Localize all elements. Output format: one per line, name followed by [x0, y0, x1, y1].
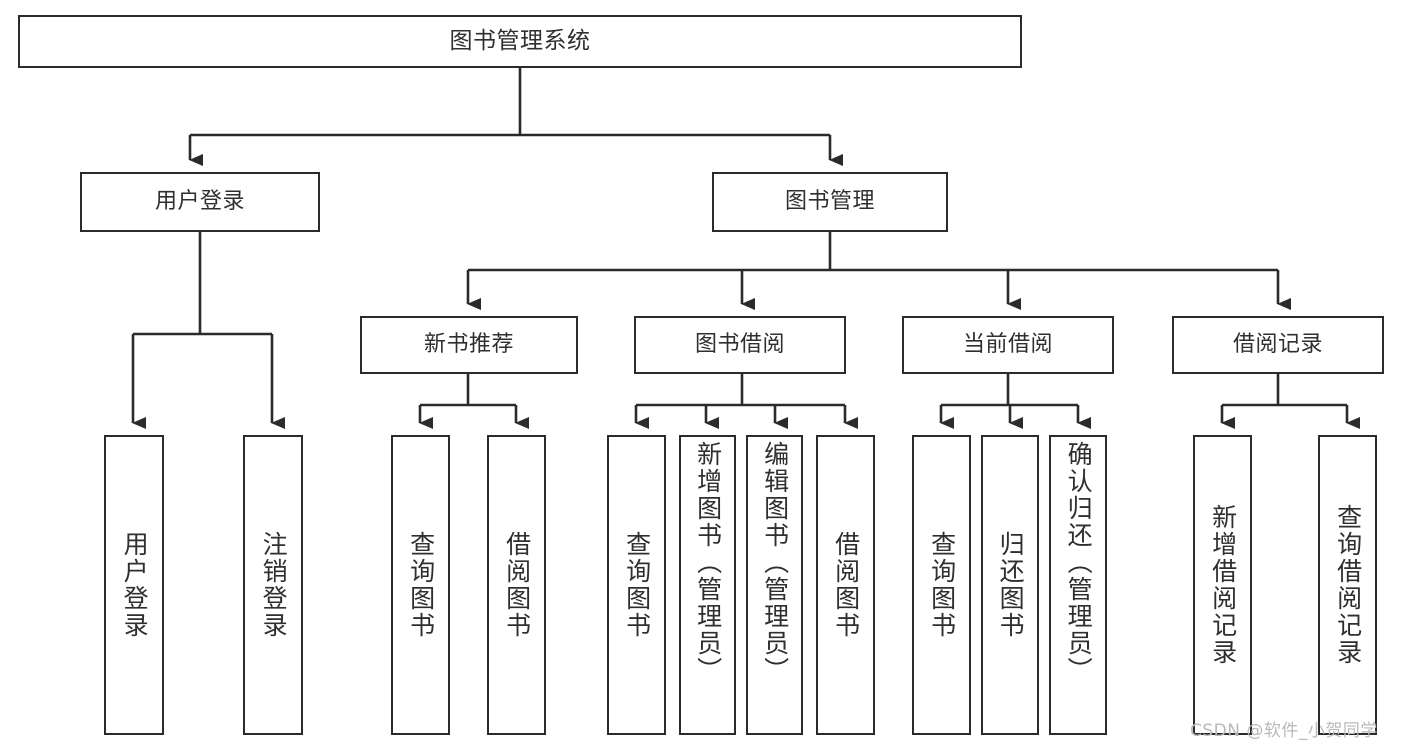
- node-label: 新增图书（管理员）: [693, 441, 723, 684]
- leaf-borrow-book-borrow[interactable]: 借阅图书: [816, 435, 875, 735]
- leaf-query-book-current[interactable]: 查询图书: [912, 435, 971, 735]
- node-label: 编辑图书（管理员）: [760, 441, 790, 684]
- leaf-user-login[interactable]: 用户登录: [104, 435, 164, 735]
- node-label: 查询图书: [406, 531, 436, 639]
- node-label: 归还图书: [996, 531, 1026, 639]
- leaf-return-book[interactable]: 归还图书: [981, 435, 1039, 735]
- leaf-query-book-borrow[interactable]: 查询图书: [607, 435, 666, 735]
- node-label: 确认归还（管理员）: [1064, 441, 1094, 684]
- node-label: 图书管理系统: [449, 27, 591, 54]
- node-label: 图书管理: [784, 188, 875, 214]
- leaf-logout-login[interactable]: 注销登录: [243, 435, 303, 735]
- node-label: 注销登录: [259, 531, 289, 639]
- node-label: 用户登录: [120, 531, 150, 639]
- node-label: 查询图书: [622, 531, 652, 639]
- node-label: 图书借阅: [694, 331, 785, 357]
- node-label: 借阅图书: [502, 531, 532, 639]
- node-new-book-recommend[interactable]: 新书推荐: [360, 316, 578, 374]
- node-user-login[interactable]: 用户登录: [80, 172, 320, 232]
- leaf-confirm-return-admin[interactable]: 确认归还（管理员）: [1049, 435, 1107, 735]
- leaf-query-borrow-record[interactable]: 查询借阅记录: [1318, 435, 1377, 735]
- node-label: 查询图书: [927, 531, 957, 639]
- leaf-borrow-book-newbook[interactable]: 借阅图书: [487, 435, 546, 735]
- node-book-management[interactable]: 图书管理: [712, 172, 948, 232]
- leaf-add-borrow-record[interactable]: 新增借阅记录: [1193, 435, 1252, 735]
- leaf-add-book-admin[interactable]: 新增图书（管理员）: [679, 435, 736, 735]
- csdn-watermark: CSDN @软件_小贺同学: [1190, 721, 1378, 741]
- node-label: 新增借阅记录: [1208, 504, 1238, 666]
- node-borrow-record[interactable]: 借阅记录: [1172, 316, 1384, 374]
- leaf-query-book-newbook[interactable]: 查询图书: [391, 435, 450, 735]
- node-label: 查询借阅记录: [1333, 504, 1363, 666]
- node-current-borrow[interactable]: 当前借阅: [902, 316, 1114, 374]
- node-book-borrow[interactable]: 图书借阅: [634, 316, 846, 374]
- node-label: 用户登录: [154, 188, 245, 214]
- node-label: 当前借阅: [962, 331, 1053, 357]
- node-label: 新书推荐: [423, 331, 514, 357]
- node-label: 借阅记录: [1232, 331, 1323, 357]
- node-root-system[interactable]: 图书管理系统: [18, 15, 1022, 68]
- node-label: 借阅图书: [831, 531, 861, 639]
- leaf-edit-book-admin[interactable]: 编辑图书（管理员）: [746, 435, 803, 735]
